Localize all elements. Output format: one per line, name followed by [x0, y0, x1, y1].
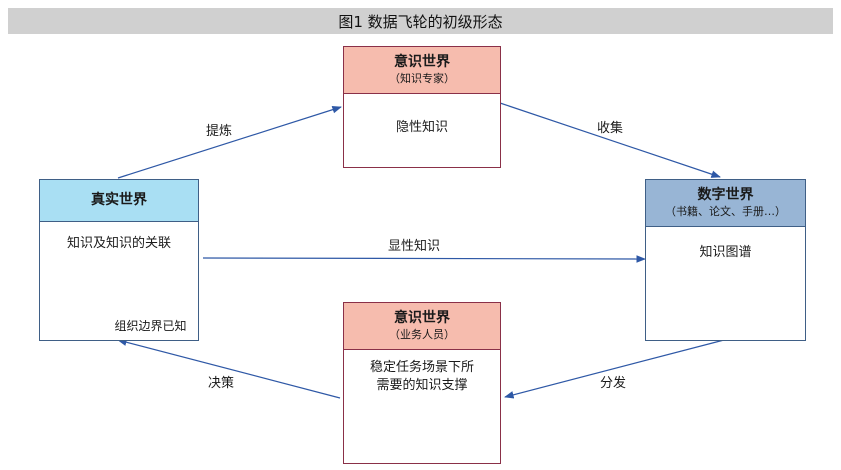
consciousness-business-subtitle: （业务人员）: [389, 328, 455, 341]
edge-label-collect: 收集: [597, 121, 624, 136]
knowledge-relations-label: 知识及知识的关联: [66, 236, 171, 251]
real-world-box: 真实世界 知识及知识的关联 组织边界已知: [39, 179, 199, 341]
arrow-explicit-knowledge: [202, 255, 646, 263]
figure-title: 图1 数据飞轮的初级形态: [338, 12, 503, 31]
arrow-collect: [499, 102, 721, 178]
real-world-header: 真实世界: [40, 180, 198, 222]
edge-label-refine: 提炼: [206, 124, 233, 139]
consciousness-business-header: 意识世界 （业务人员）: [344, 303, 500, 350]
digital-world-box: 数字世界 （书籍、论文、手册…） 知识图谱: [645, 179, 806, 341]
consciousness-experts-subtitle: （知识专家）: [389, 72, 455, 85]
consciousness-business-title: 意识世界: [394, 310, 450, 326]
arrow-refine: [117, 105, 342, 179]
figure-title-bar: 图1 数据飞轮的初级形态: [8, 8, 833, 34]
digital-world-subtitle: （书籍、论文、手册…）: [665, 205, 786, 218]
digital-world-title: 数字世界: [697, 187, 754, 203]
task-support-line2: 需要的知识支撑: [376, 378, 468, 393]
tacit-knowledge-label: 隐性知识: [395, 120, 448, 135]
digital-world-header: 数字世界 （书籍、论文、手册…）: [646, 180, 805, 227]
real-world-title: 真实世界: [91, 192, 147, 208]
org-boundary-label: 组织边界已知: [114, 319, 187, 333]
edge-label-decide: 决策: [208, 376, 235, 391]
consciousness-experts-title: 意识世界: [394, 54, 450, 70]
knowledge-graph-label: 知识图谱: [699, 245, 752, 260]
arrow-decide: [117, 338, 341, 399]
consciousness-business-box: 意识世界 （业务人员） 稳定任务场景下所 需要的知识支撑: [343, 302, 501, 464]
task-support-line1: 稳定任务场景下所: [369, 360, 474, 375]
consciousness-experts-box: 意识世界 （知识专家） 隐性知识: [343, 46, 501, 168]
edge-label-distribute: 分发: [600, 376, 627, 391]
arrow-distribute: [504, 339, 725, 399]
edge-label-explicit-knowledge: 显性知识: [388, 239, 441, 254]
consciousness-experts-header: 意识世界 （知识专家）: [344, 47, 500, 94]
